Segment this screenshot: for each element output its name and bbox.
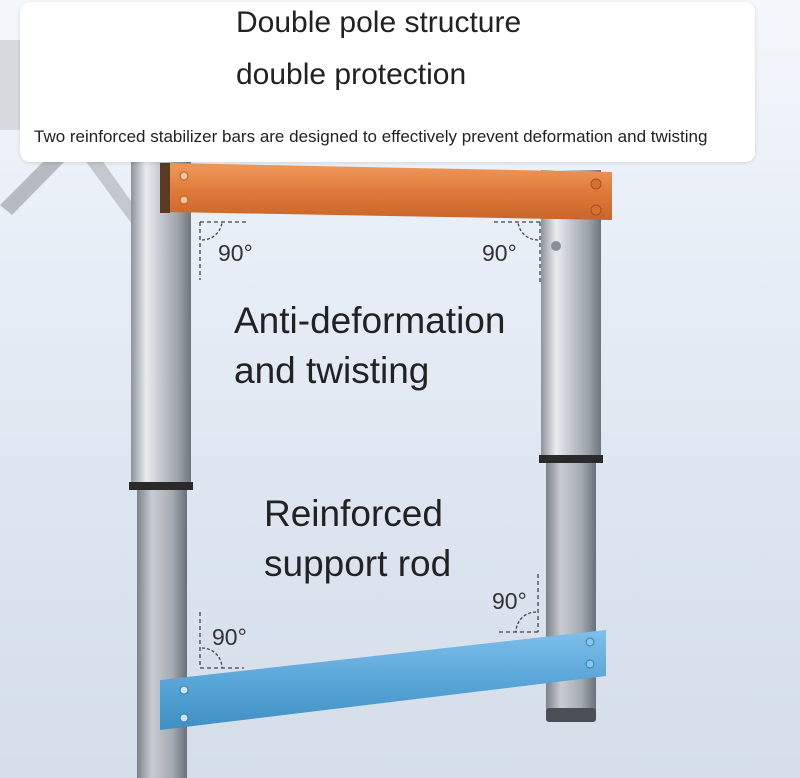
support-rod-callout: Reinforced support rod: [264, 489, 451, 589]
support-rod-line-2: support rod: [264, 543, 452, 584]
right-pole-joint: [539, 455, 603, 463]
angle-label-bottom-right: 90°: [492, 588, 527, 614]
angle-label-top-right: 90°: [482, 240, 517, 266]
headline-subtitle: double protection: [236, 58, 467, 91]
left-inner-pole: [137, 490, 187, 778]
left-pole-joint: [129, 482, 193, 490]
header-card: [20, 2, 755, 162]
bottom-support-rod: [160, 630, 606, 730]
anti-deformation-line-1: Anti-deformation: [234, 300, 506, 341]
headline-title: Double pole structure: [236, 6, 522, 39]
right-pole-rivet: [551, 241, 561, 251]
angle-label-bottom-left: 90°: [212, 624, 247, 650]
right-foot-cap: [546, 708, 596, 722]
anti-deformation-callout: Anti-deformation and twisting: [234, 296, 505, 396]
left-outer-pole: [131, 160, 191, 490]
angle-label-top-left: 90°: [218, 240, 253, 266]
angle-markers: [199, 221, 541, 669]
description-text: Two reinforced stabilizer bars are desig…: [34, 127, 708, 146]
support-rod-line-1: Reinforced: [264, 493, 443, 534]
anti-deformation-line-2: and twisting: [234, 350, 430, 391]
top-stabilizer-bar: [160, 163, 612, 220]
